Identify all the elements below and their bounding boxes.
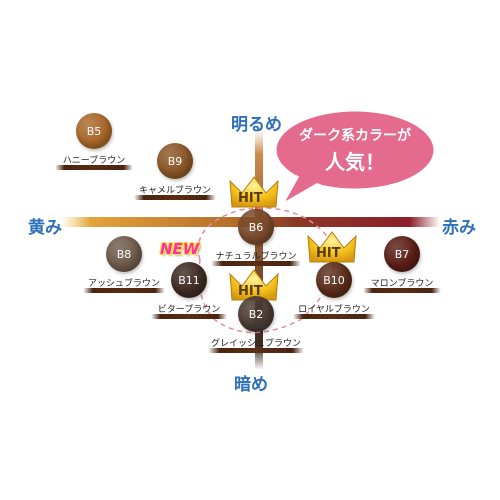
hit-badge-b10: HIT (316, 246, 341, 261)
swatch-b7: B7 (384, 236, 420, 272)
swatch-code-b5: B5 (86, 124, 102, 138)
brush-b7 (363, 288, 441, 293)
callout-line2: 人気！ (325, 150, 385, 174)
color-name-b11: ビターブラウン (157, 305, 221, 315)
brush-b5 (55, 165, 133, 170)
new-badge-b11: NEW (160, 240, 200, 258)
swatch-b2: B2 (238, 296, 274, 332)
color-name-b8: アッシュブラウン (87, 279, 161, 289)
callout-line1: ダーク系カラーが (299, 128, 411, 144)
hit-badge-b6: HIT (238, 191, 263, 206)
color-name-b10: ロイヤルブラウン (298, 305, 370, 315)
swatch-b6: B6 (238, 209, 274, 245)
axis-label-dark: 暗め (234, 375, 268, 395)
hit-badge-b2: HIT (238, 284, 263, 299)
color-name-b2: グレイッシュブラウン (210, 339, 302, 349)
axis-label-yellow: 黄み (28, 218, 62, 238)
swatch-code-b10: B10 (323, 273, 345, 287)
swatch-code-b7: B7 (394, 247, 410, 261)
swatch-code-b11: B11 (178, 273, 200, 287)
swatch-b11: B11 (171, 262, 207, 298)
brush-b6 (211, 261, 301, 266)
swatch-code-b2: B2 (248, 307, 264, 321)
color-name-b6: ナチュラルブラウン (215, 252, 297, 262)
brush-b9 (134, 195, 216, 200)
swatch-code-b8: B8 (116, 247, 132, 261)
swatch-b5: B5 (76, 113, 112, 149)
axis-label-red: 赤み (442, 218, 476, 238)
vertical-axis (255, 130, 263, 370)
crown-icon-b10 (307, 231, 357, 263)
swatch-code-b9: B9 (167, 154, 183, 168)
brush-b8 (83, 288, 165, 293)
crown-icon-b6 (229, 176, 279, 208)
crown-icon-b2 (229, 269, 279, 301)
swatch-code-b6: B6 (248, 220, 264, 234)
color-name-b9-label: キャメルブラウン (138, 186, 212, 196)
brush-b10 (293, 314, 375, 319)
color-name-b5: ハニーブラウン (62, 156, 126, 166)
swatch-b9: B9 (157, 143, 193, 179)
callout-bubble (273, 108, 437, 207)
swatch-b8: B8 (106, 236, 142, 272)
brush-b11 (151, 314, 227, 319)
color-name-b7: マロンブラウン (370, 279, 434, 289)
swatch-b10: B10 (316, 262, 352, 298)
brush-b2 (208, 348, 304, 353)
axis-label-bright: 明るめ (231, 115, 282, 135)
